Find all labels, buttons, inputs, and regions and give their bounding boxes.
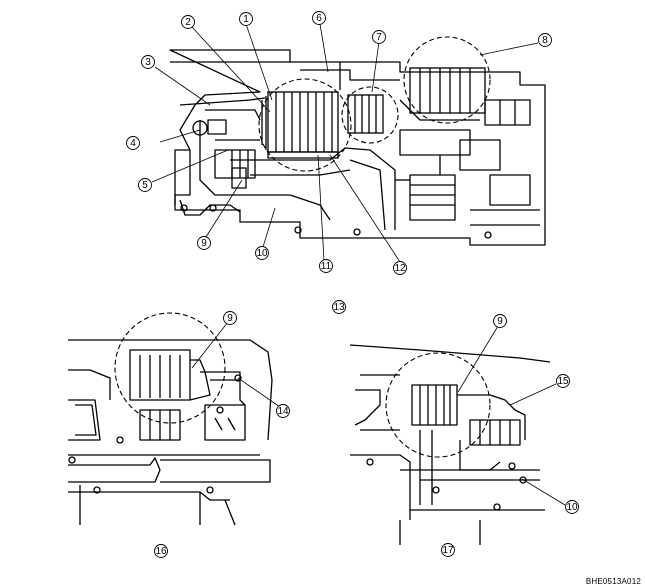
svg-text:15: 15: [557, 376, 569, 387]
detail-circles-top: [258, 36, 491, 172]
svg-text:8: 8: [542, 35, 548, 46]
callout-10-bottom-right: 10: [565, 500, 579, 514]
detail-circle-bottom-left: [114, 312, 226, 424]
svg-text:5: 5: [142, 180, 148, 191]
svg-text:16: 16: [155, 546, 167, 557]
svg-text:10: 10: [256, 248, 268, 259]
leader-lines: [151, 23, 566, 506]
svg-text:9: 9: [201, 238, 207, 249]
callout-6: 6: [312, 11, 326, 25]
callout-7: 7: [372, 30, 386, 44]
callout-9: 9: [197, 236, 211, 250]
detail-circle-small: [341, 86, 399, 144]
bottom-right-drawing: [349, 344, 551, 545]
callout-17: 17: [441, 543, 455, 557]
svg-text:9: 9: [227, 313, 233, 324]
svg-text:14: 14: [277, 406, 289, 417]
svg-text:17: 17: [442, 545, 454, 556]
callout-8: 8: [538, 33, 552, 47]
detail-circle-bottom-right: [385, 352, 491, 458]
svg-text:7: 7: [376, 32, 382, 43]
figure-code-label: BHE0513A012: [585, 577, 641, 586]
svg-text:10: 10: [566, 502, 578, 513]
svg-text:1: 1: [243, 14, 249, 25]
callout-3: 3: [141, 55, 155, 69]
svg-text:4: 4: [130, 138, 136, 149]
callout-1: 1: [239, 12, 253, 26]
clutch-pack-upper-right: [409, 67, 486, 114]
callout-10: 10: [255, 246, 269, 260]
callout-14: 14: [276, 404, 290, 418]
svg-text:2: 2: [185, 17, 191, 28]
detail-circle-upper-right: [403, 36, 491, 124]
callout-2: 2: [181, 15, 195, 29]
callout-15: 15: [556, 374, 570, 388]
detail-circle-center: [258, 78, 352, 172]
callout-11: 11: [319, 259, 333, 273]
callout-12: 12: [393, 261, 407, 275]
callout-16: 16: [154, 544, 168, 558]
svg-text:3: 3: [145, 57, 151, 68]
clutch-pack-center: [261, 91, 339, 159]
callout-4: 4: [126, 136, 140, 150]
svg-text:6: 6: [316, 13, 322, 24]
callout-5: 5: [138, 178, 152, 192]
clutch-pack-small: [347, 94, 384, 134]
callouts: 2 1 6 7 8 3 4 5 9 10 11 12 13 9 14 9 15 …: [126, 11, 579, 558]
callout-9-bottom-right: 9: [493, 314, 507, 328]
svg-text:11: 11: [321, 261, 332, 272]
callout-9-bottom-left: 9: [223, 311, 237, 325]
main-section-drawing: [169, 49, 546, 246]
svg-text:12: 12: [394, 263, 406, 274]
svg-text:9: 9: [497, 316, 503, 327]
callout-13: 13: [332, 300, 346, 314]
svg-text:13: 13: [333, 302, 345, 313]
bottom-left-drawing: [68, 339, 273, 526]
